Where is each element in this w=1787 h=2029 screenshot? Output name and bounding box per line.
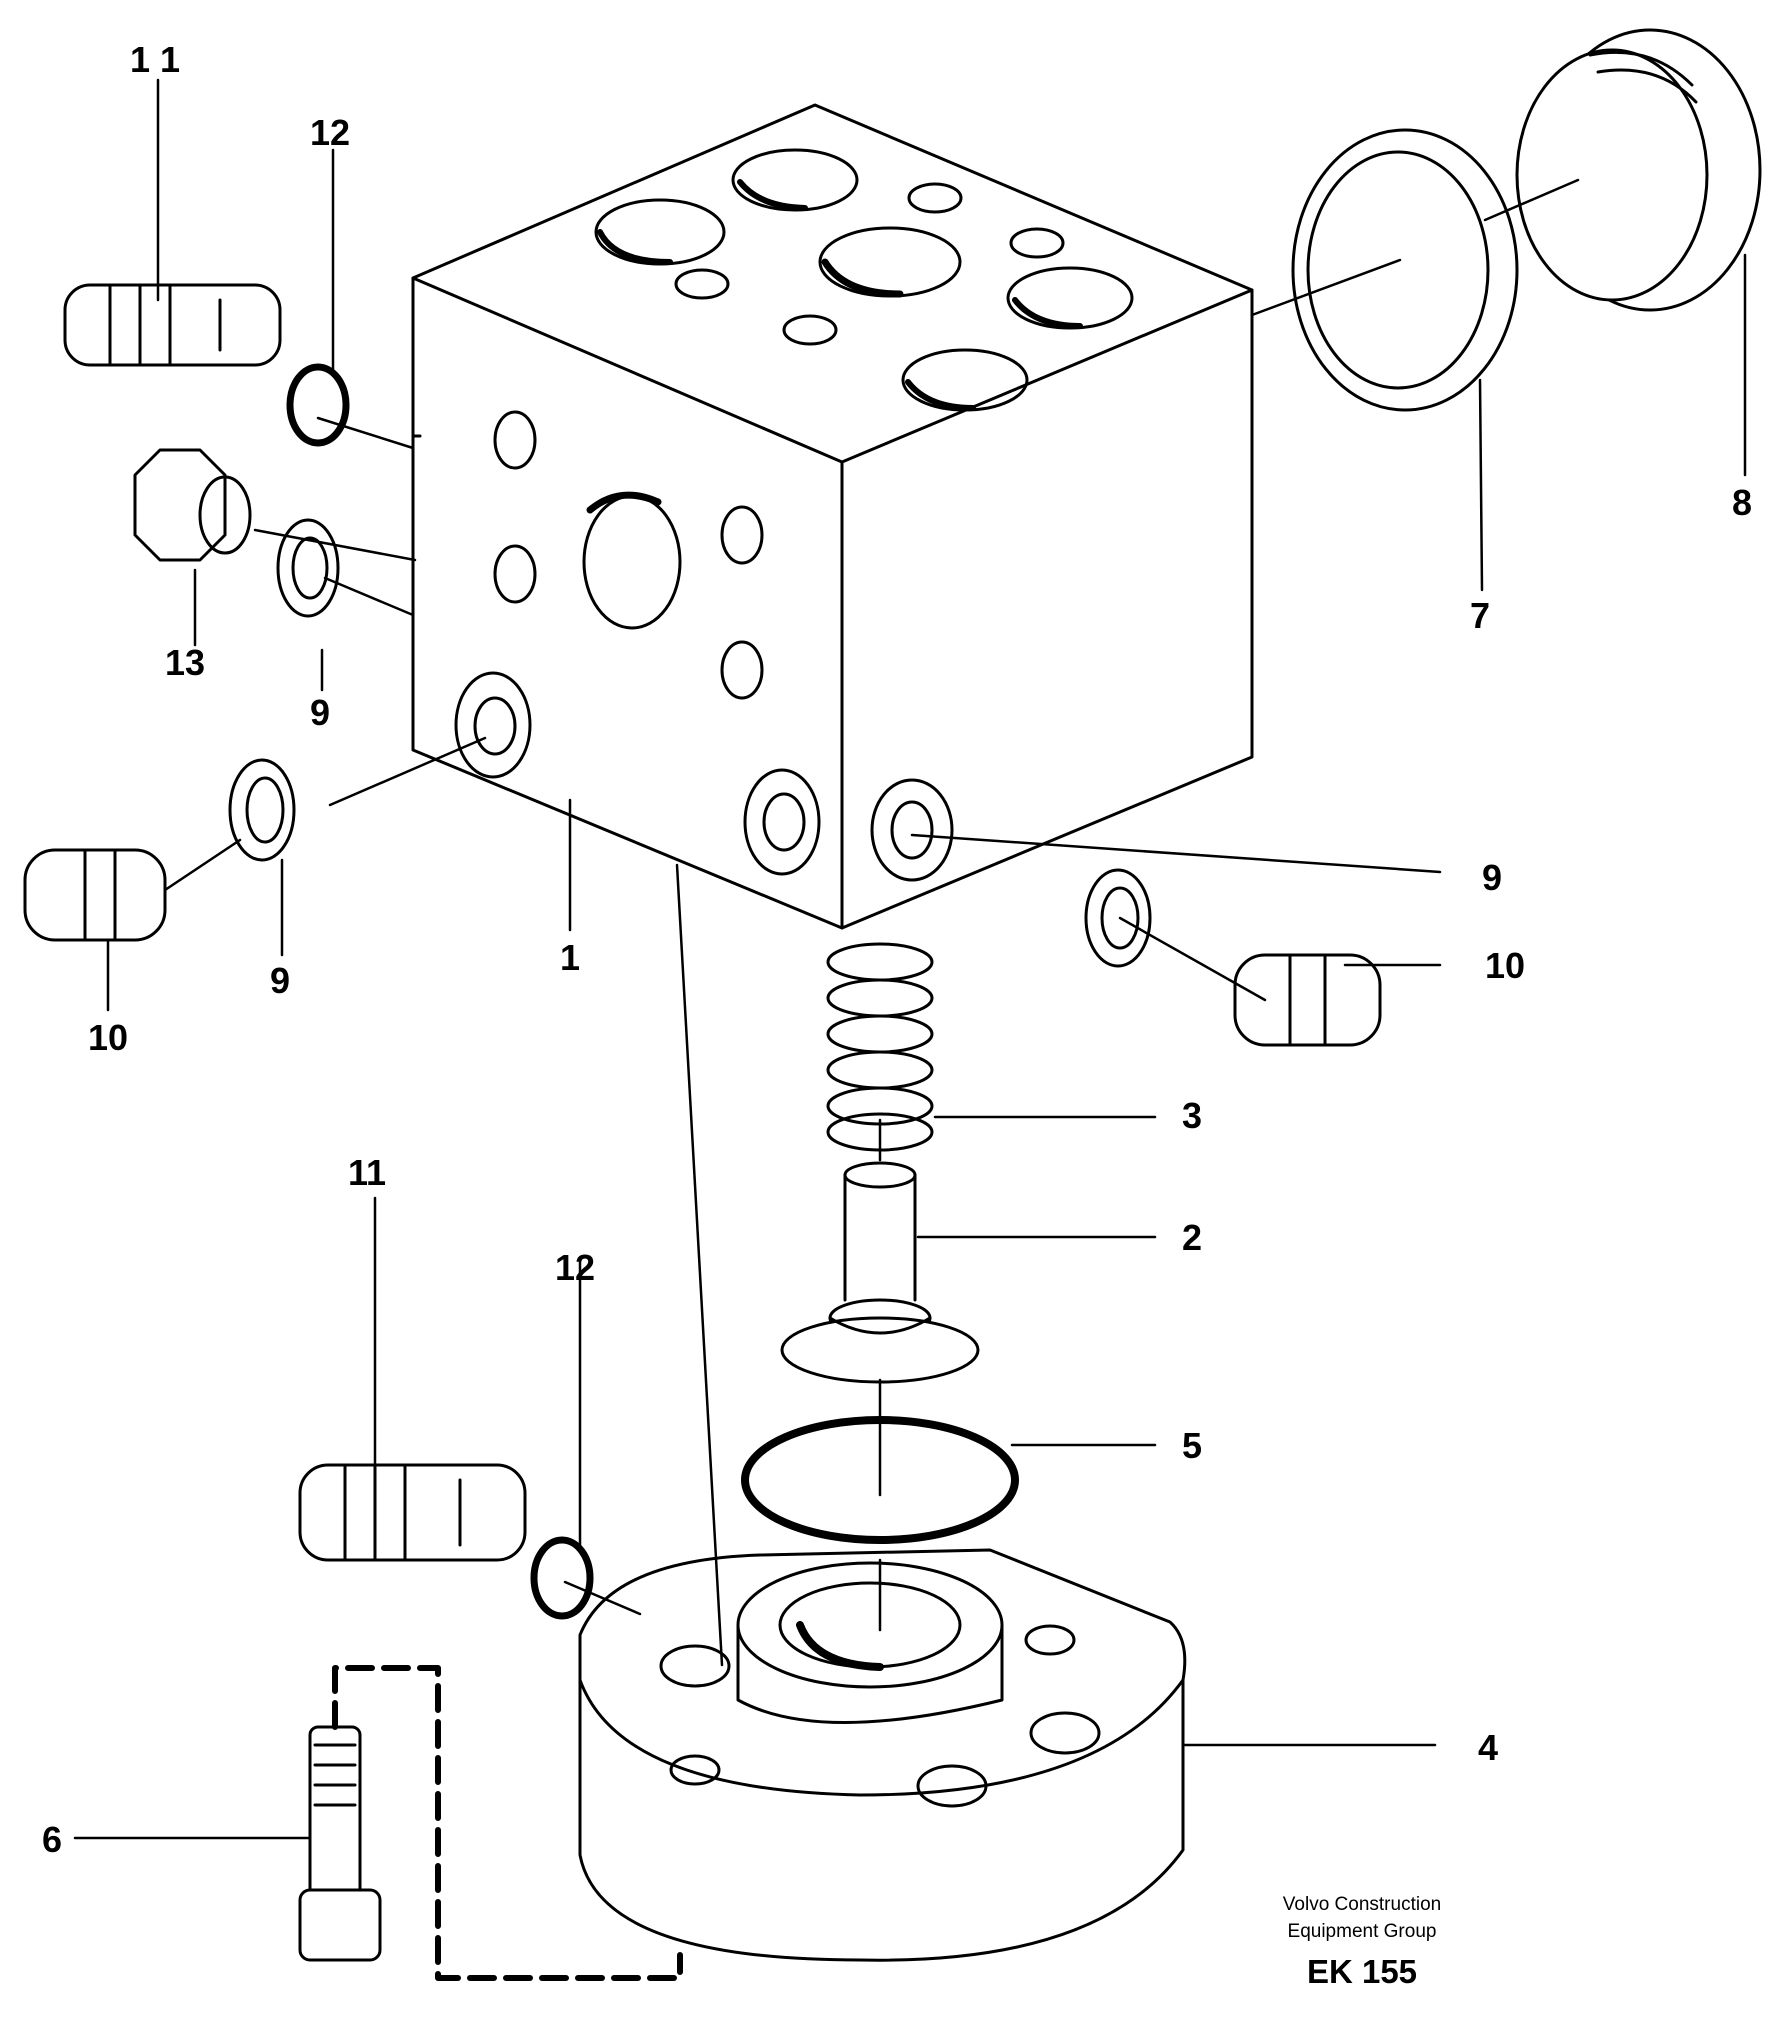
callout-10-left: 10 (88, 1017, 128, 1058)
seal-ring-lower-left (228, 758, 296, 862)
cover-flange (578, 1548, 1187, 1962)
fitting-bottom-left (298, 1463, 527, 1562)
callout-1: 1 (560, 937, 580, 978)
right-seal-ring (1291, 128, 1519, 412)
callout-13: 13 (165, 642, 205, 683)
right-plug (1515, 28, 1762, 312)
cap-screw (298, 1725, 382, 1962)
callout-2: 2 (1182, 1217, 1202, 1258)
callout-3: 3 (1182, 1095, 1202, 1136)
small-o-ring-bottom (530, 1536, 594, 1620)
fitting-lower-left (23, 848, 167, 942)
seal-ring-upper-left (276, 518, 340, 618)
callout-9-right: 9 (1482, 857, 1502, 898)
callout-7: 7 (1470, 595, 1490, 636)
credit-block: Volvo Construction Equipment Group EK 15… (1283, 1894, 1441, 1990)
plug-13 (133, 448, 252, 562)
leader-lines (73, 78, 1747, 1840)
callout-9-upper-left: 9 (310, 692, 330, 733)
callout-5: 5 (1182, 1425, 1202, 1466)
callout-12-bottom: 12 (555, 1247, 595, 1288)
callout-11-bottom: 11 (348, 1152, 386, 1193)
seal-ring-right (1084, 868, 1152, 968)
callout-9-lower-left: 9 (270, 960, 290, 1001)
callout-6: 6 (42, 1819, 62, 1860)
callout-12-top: 12 (310, 112, 350, 153)
credit-line-1: Volvo Construction (1283, 1894, 1441, 1915)
callout-8: 8 (1732, 482, 1752, 523)
fitting-top-left (63, 283, 282, 367)
small-o-ring-top-left (286, 363, 350, 447)
piston (780, 1161, 980, 1384)
callouts: 1 1 12 13 9 9 10 1 9 10 3 2 5 4 6 11 12 … (42, 39, 1752, 1860)
fitting-right (1233, 953, 1382, 1047)
credit-line-2: Equipment Group (1288, 1921, 1437, 1942)
drawing-code: EK 155 (1307, 1953, 1417, 1990)
valve-block (411, 103, 1254, 930)
screw-dashed-leader (332, 1665, 683, 1981)
callout-11-top: 1 1 (130, 39, 180, 80)
callout-10-right: 10 (1485, 945, 1525, 986)
callout-4: 4 (1478, 1727, 1498, 1768)
